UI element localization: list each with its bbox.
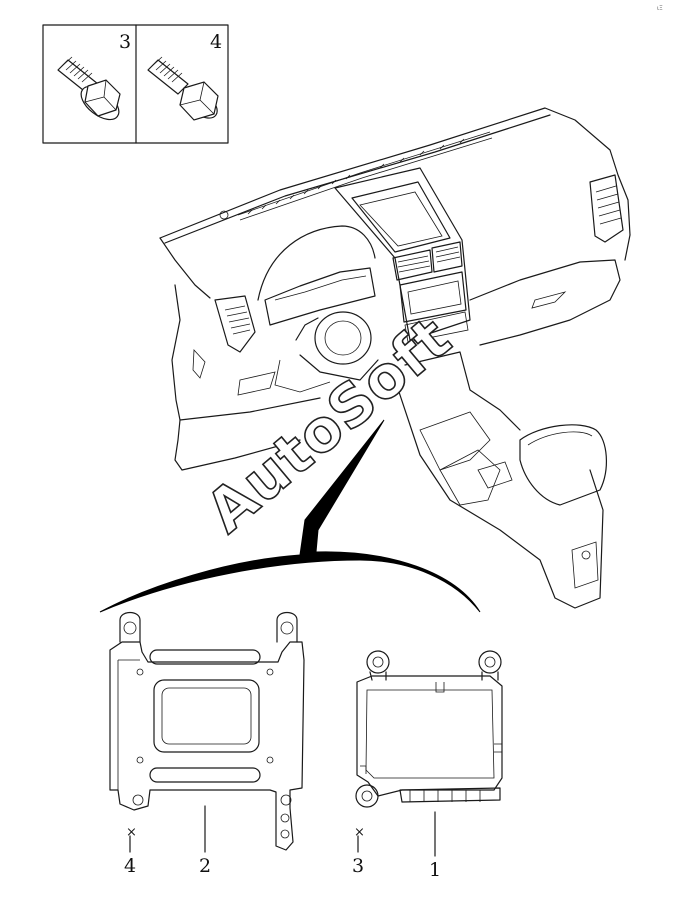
corner-mark: ιΞ (657, 5, 663, 12)
callout-2-label: 2 (199, 855, 211, 877)
callout-3-label: 3 (352, 855, 364, 877)
callout-2: 2 (199, 805, 211, 877)
callout-4-label: 4 (124, 855, 136, 877)
callout-4-marker: × (126, 825, 137, 840)
callout-3-marker: × (354, 825, 365, 840)
mounting-bracket (109, 611, 305, 851)
callout-1: 1 (429, 811, 441, 881)
callout-4: × 4 (124, 825, 137, 877)
hex-bolt-icon (147, 56, 219, 121)
callout-3: × 3 (352, 825, 365, 877)
callout-cone (99, 419, 481, 613)
inset-label-4: 4 (210, 31, 222, 53)
control-module (355, 650, 503, 808)
callout-1-label: 1 (429, 859, 441, 881)
fastener-inset: 3 4 (42, 24, 229, 144)
dashboard-outline (159, 107, 631, 609)
flange-bolt-icon (57, 56, 121, 121)
inset-label-3: 3 (119, 31, 131, 53)
